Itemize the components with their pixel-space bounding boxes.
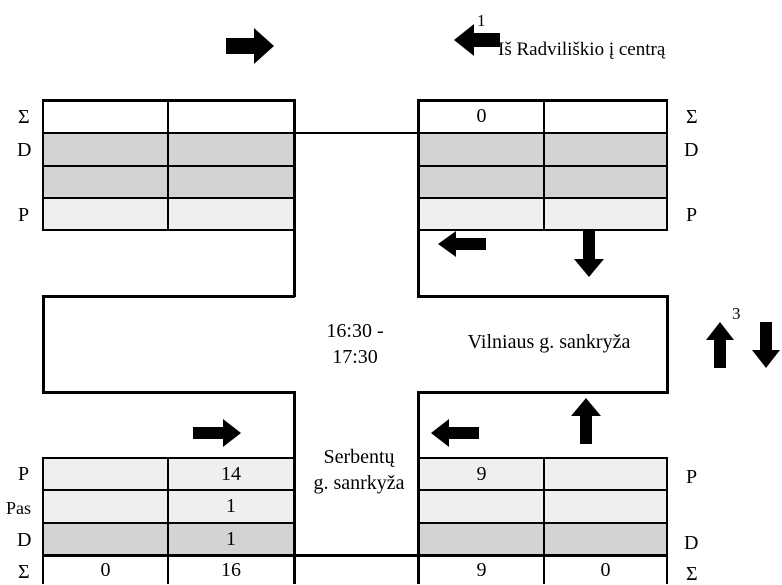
br-cell: 0: [600, 559, 611, 581]
arrow-down-icon: [752, 322, 780, 368]
time-range: 16:30 - 17:30: [326, 320, 384, 368]
route-number: 1: [477, 11, 486, 30]
arrow-right-icon: [193, 419, 241, 447]
arrow-down-icon: [574, 231, 604, 277]
arrow-left-icon: [431, 419, 479, 447]
bl-label-sum: Σ: [18, 561, 30, 583]
bl-cell: 1: [226, 495, 236, 517]
br-label-p: P: [686, 466, 698, 488]
tr-label-sum: Σ: [686, 106, 698, 128]
bl-label-pas: Pas: [6, 498, 32, 518]
tr-label-p: P: [686, 204, 698, 226]
tl-cell: [44, 101, 167, 132]
br-cell: 9: [476, 559, 487, 581]
bl-label-p: P: [18, 463, 30, 485]
tl-label-d: D: [17, 139, 32, 161]
bottom-intersection-label: Serbentų g. sanrkyža: [313, 446, 405, 494]
arrow-left-icon: [438, 231, 486, 257]
arrow-up-icon: [706, 322, 734, 368]
tr-label-d: D: [684, 139, 699, 161]
br-label-d: D: [684, 532, 699, 554]
arrow-left-icon: [454, 24, 500, 56]
arrow-right-icon: [226, 28, 274, 64]
arrow-up-icon: [571, 398, 601, 444]
bl-cell: 14: [221, 462, 241, 485]
tl-label-p: P: [18, 204, 30, 226]
br-label-sum: Σ: [686, 563, 698, 585]
bl-cell: 1: [226, 527, 236, 550]
bl-label-d: D: [17, 529, 32, 551]
side-number: 3: [732, 304, 741, 323]
route-label: Iš Radviliškio į centrą: [498, 39, 666, 60]
tr-cell: 0: [476, 105, 487, 127]
top-intersection-label: Vilniaus g. sankryža: [467, 331, 631, 353]
tl-cell: [169, 101, 293, 132]
bl-cell: 16: [221, 559, 241, 581]
tl-label-sum: Σ: [18, 106, 30, 128]
tr-cell: [545, 101, 666, 132]
bl-cell: 0: [100, 559, 111, 581]
br-cell: 9: [476, 462, 487, 485]
